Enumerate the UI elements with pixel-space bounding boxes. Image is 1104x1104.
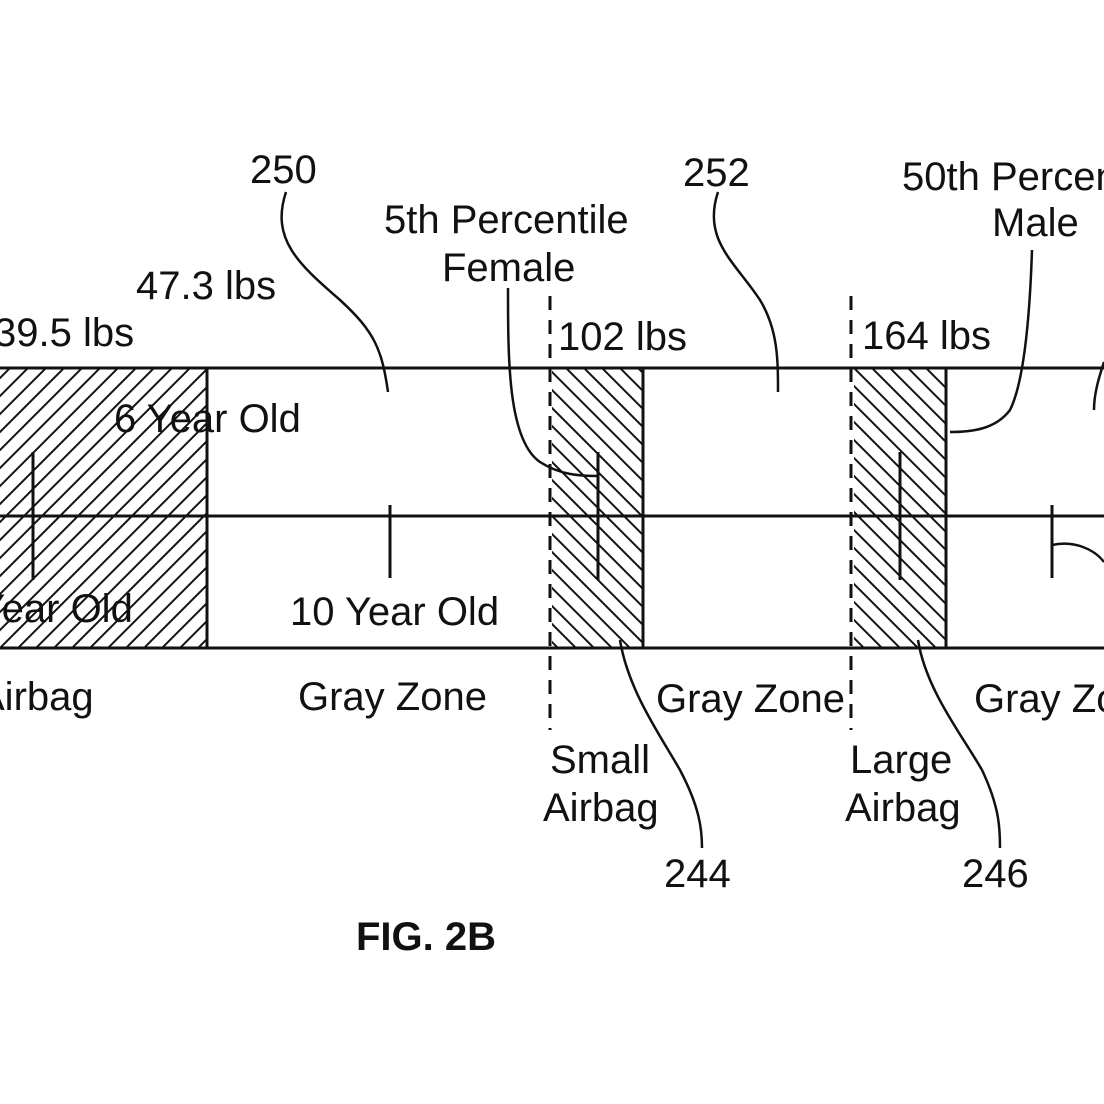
leader-right-bottom [1052,544,1104,562]
zone-airbag: Airbag [0,675,94,719]
label-5th-percentile: 5th Percentile [384,198,629,242]
label-6-year-old: 6 Year Old [114,397,301,441]
label-small-airbag: Airbag [543,786,659,830]
label-large-airbag: Airbag [845,786,961,830]
label-small: Small [550,738,650,782]
label-male: Male [992,201,1079,245]
weight-102: 102 lbs [558,315,687,359]
leader-252 [714,192,778,392]
ref-246: 246 [962,852,1029,896]
zone-gray-2: Gray Zone [656,677,845,721]
figure-caption: FIG. 2B [356,915,496,959]
weight-164: 164 lbs [862,314,991,358]
leader-250 [282,192,388,392]
label-50th-percentile: 50th Percentile [902,155,1104,199]
ref-252: 252 [683,151,750,195]
label-large: Large [850,738,952,782]
label-10-year-old: 10 Year Old [290,590,499,634]
weight-39-5: 39.5 lbs [0,311,134,355]
zone-gray-1: Gray Zone [298,675,487,719]
ref-250: 250 [250,148,317,192]
label-female: Female [442,246,575,290]
label-3-year-old: 3 Year Old [0,587,133,631]
zone-gray-3: Gray Zone [974,677,1104,721]
weight-47-3: 47.3 lbs [136,264,276,308]
ref-244: 244 [664,852,731,896]
